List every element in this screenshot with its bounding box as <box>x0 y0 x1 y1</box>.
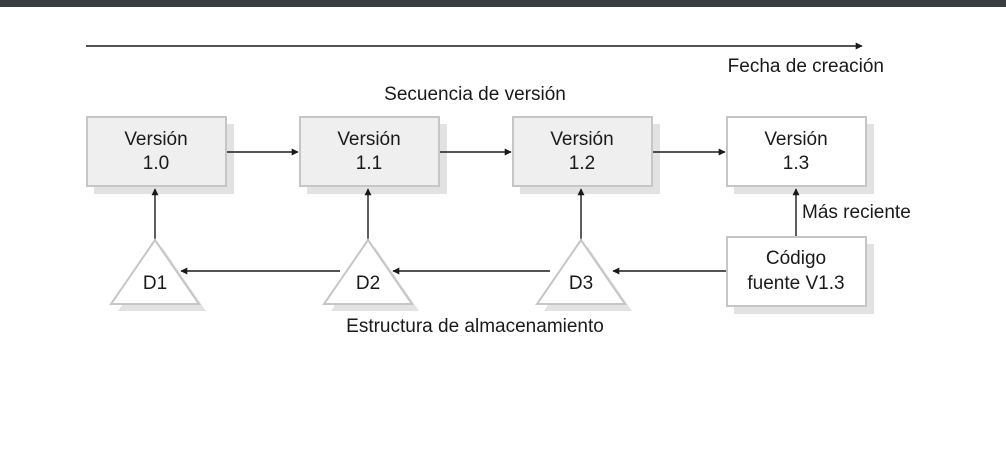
source-code-line1: Código <box>766 248 826 269</box>
delta-triangle-d1: D1 <box>109 238 206 311</box>
version-box-number: 1.2 <box>569 153 595 174</box>
sequence-title: Secuencia de versión <box>384 84 566 105</box>
version-box-1-0: Versión 1.0 <box>86 116 234 194</box>
version-box-1-1: Versión 1.1 <box>299 116 447 194</box>
version-box-1-3: Versión 1.3 <box>726 116 874 194</box>
storage-title: Estructura de almacenamiento <box>346 316 604 337</box>
timeline-label: Fecha de creación <box>728 56 884 77</box>
window-top-bar <box>0 0 1006 7</box>
source-code-line2: fuente V1.3 <box>747 273 844 294</box>
delta-triangle-d3: D3 <box>535 238 632 311</box>
delta-triangle-d2: D2 <box>322 238 419 311</box>
delta-label: D1 <box>143 273 167 294</box>
source-code-box: Código fuente V1.3 <box>726 236 874 314</box>
version-box-number: 1.3 <box>783 153 809 174</box>
delta-label: D2 <box>356 273 380 294</box>
version-box-label: Versión <box>124 129 187 150</box>
version-box-label: Versión <box>764 129 827 150</box>
delta-label: D3 <box>569 273 593 294</box>
version-box-number: 1.1 <box>356 153 382 174</box>
version-box-1-2: Versión 1.2 <box>512 116 660 194</box>
version-box-label: Versión <box>550 129 613 150</box>
version-box-label: Versión <box>337 129 400 150</box>
version-box-number: 1.0 <box>143 153 169 174</box>
latest-label: Más reciente <box>802 202 911 223</box>
